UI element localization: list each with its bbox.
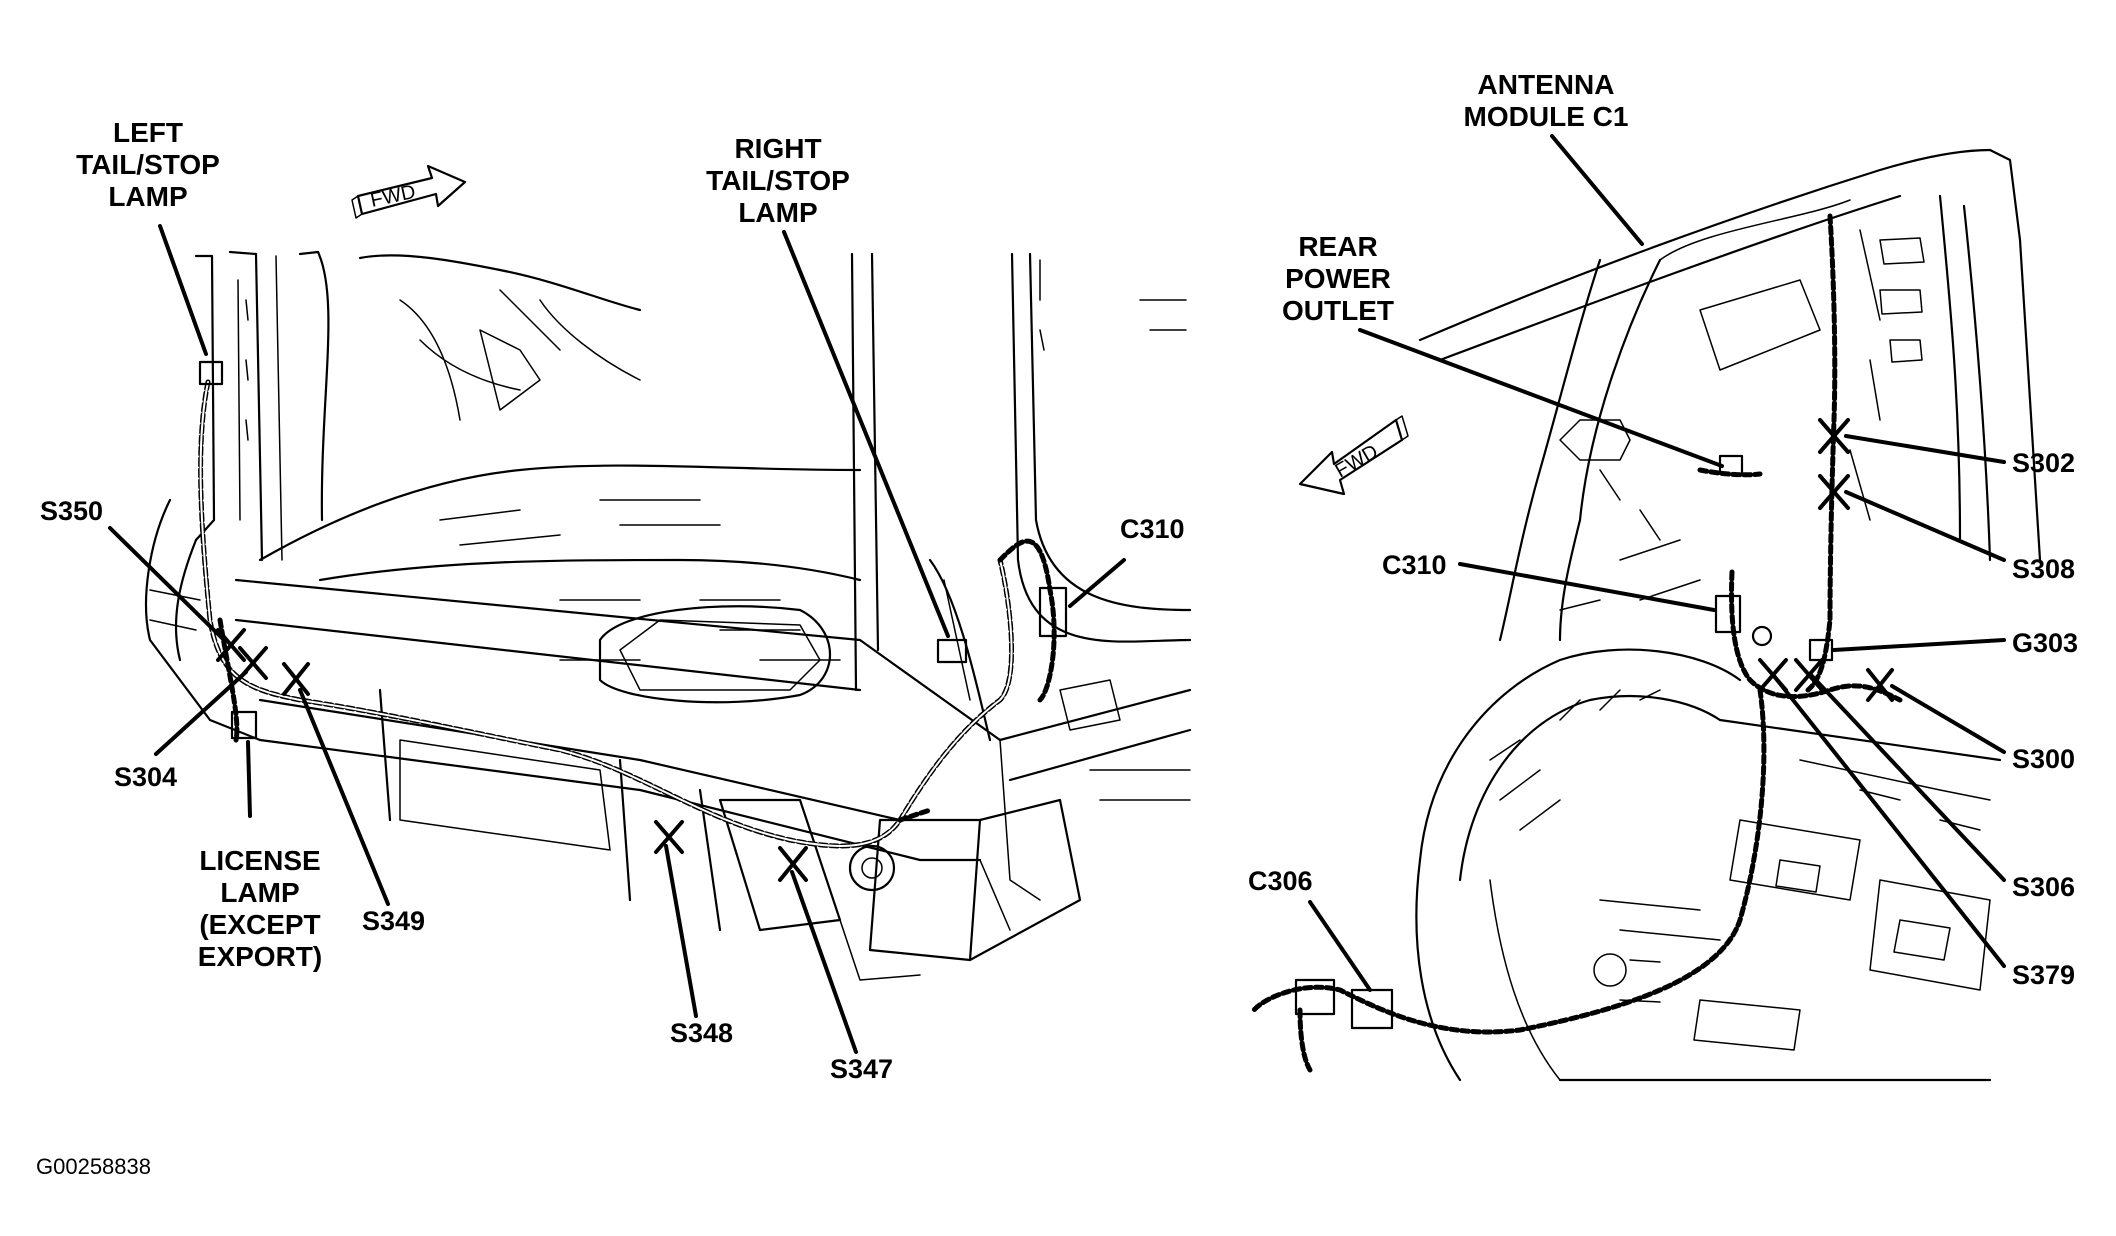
label-antenna-module-2: MODULE C1 (1464, 101, 1629, 132)
left-view: FWD (40, 117, 1192, 1084)
label-right-tail-stop-lamp-1: RIGHT (734, 133, 821, 164)
label-c310-right: C310 (1382, 550, 1447, 580)
label-g303: G303 (2012, 628, 2078, 658)
c310-connector-left (1038, 586, 1068, 638)
right-connectors (1294, 454, 1834, 1030)
splice-s308-mark (1818, 474, 1850, 510)
left-connectors (198, 360, 1068, 892)
splice-s347-mark (778, 846, 808, 882)
label-antenna-module-1: ANTENNA (1478, 69, 1615, 100)
right-lamp-socket (848, 844, 896, 892)
label-s302: S302 (2012, 448, 2075, 478)
label-s349: S349 (362, 906, 425, 936)
label-rear-power-outlet-2: POWER (1285, 263, 1391, 294)
right-harness (1251, 213, 1903, 1073)
left-leaders (108, 224, 1126, 1054)
left-splices (216, 628, 808, 882)
label-license-lamp-2: LAMP (220, 877, 299, 908)
splice-s350-mark (216, 628, 246, 662)
label-left-tail-stop-lamp-1: LEFT (113, 117, 183, 148)
fwd-label-left: FWD (368, 181, 417, 212)
label-s304: S304 (114, 762, 177, 792)
left-labels: LEFT TAIL/STOP LAMP RIGHT TAIL/STOP LAMP… (40, 117, 1185, 1084)
g303-ground (1751, 625, 1773, 647)
label-left-tail-stop-lamp-3: LAMP (108, 181, 187, 212)
figure-id: G00258838 (36, 1154, 151, 1179)
left-tail-lamp-connector (198, 360, 224, 386)
label-s348: S348 (670, 1018, 733, 1048)
right-body-drawing (1415, 148, 2042, 1082)
license-lamp-connector (230, 710, 258, 740)
label-s300: S300 (2012, 744, 2075, 774)
splice-s300-mark (1866, 668, 1894, 702)
splice-s302-mark (1818, 418, 1850, 454)
label-s308: S308 (2012, 554, 2075, 584)
label-c306: C306 (1248, 866, 1313, 896)
label-s306: S306 (2012, 872, 2075, 902)
right-tail-lamp-connector (936, 638, 968, 664)
label-right-tail-stop-lamp-2: TAIL/STOP (706, 165, 850, 196)
right-leaders (1308, 134, 2006, 992)
label-s350: S350 (40, 496, 103, 526)
label-right-tail-stop-lamp-3: LAMP (738, 197, 817, 228)
splice-s348-mark (654, 820, 684, 854)
fwd-arrow-left: FWD (351, 164, 467, 219)
c310-connector-right (1714, 594, 1742, 634)
label-license-lamp-3: (EXCEPT (199, 909, 320, 940)
c306-connector-a (1294, 978, 1336, 1016)
fwd-arrow-right: FWD (1298, 415, 1409, 496)
right-labels: ANTENNA MODULE C1 REAR POWER OUTLET S302… (1248, 69, 2078, 990)
splice-s306-mark (1794, 658, 1824, 692)
splice-s349-mark (282, 662, 310, 696)
right-view: FWD (1248, 69, 2078, 1082)
c306-connector-b (1350, 988, 1394, 1030)
label-rear-power-outlet-1: REAR (1298, 231, 1377, 262)
left-harness (198, 379, 1057, 849)
label-rear-power-outlet-3: OUTLET (1282, 295, 1394, 326)
label-s347: S347 (830, 1054, 893, 1084)
label-c310-left: C310 (1120, 514, 1185, 544)
label-left-tail-stop-lamp-2: TAIL/STOP (76, 149, 220, 180)
label-license-lamp-1: LICENSE (199, 845, 320, 876)
label-license-lamp-4: EXPORT) (198, 941, 322, 972)
label-s379: S379 (2012, 960, 2075, 990)
